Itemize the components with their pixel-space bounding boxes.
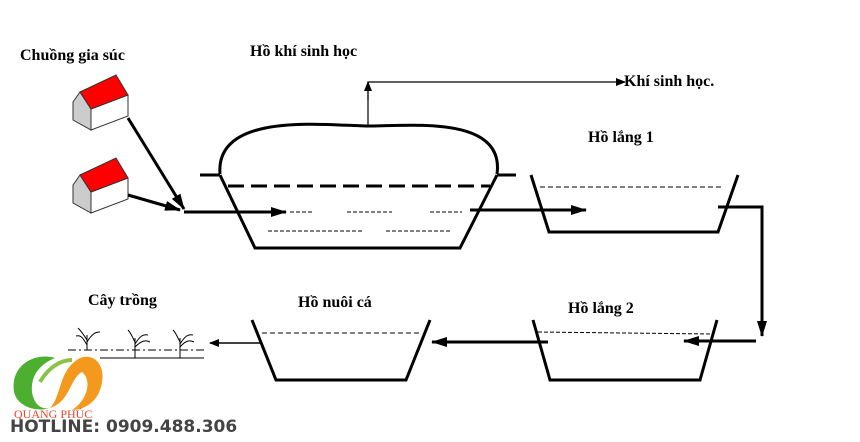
label-settling-pond-2: Hồ lắng 2 [568, 300, 634, 317]
plant-icon [75, 327, 101, 350]
label-settling-pond-1: Hồ lắng 1 [588, 129, 654, 146]
settling-pond-1 [529, 174, 740, 234]
label-biogas-tank: Hồ khí sinh học [250, 43, 357, 60]
label-livestock: Chuồng gia súc [20, 47, 125, 64]
label-fish-pond: Hồ nuôi cá [298, 294, 372, 311]
quang-phuc-logo: QUANG PHÚC [13, 356, 103, 421]
label-biogas: Khí sinh học. [624, 73, 714, 90]
brand-name: QUANG PHÚC [14, 407, 92, 421]
plant-icon [172, 329, 195, 358]
biogas-tank [200, 122, 516, 250]
livestock-house-icon [72, 74, 129, 131]
flow-arrows [126, 117, 767, 347]
plant-icon [127, 329, 151, 358]
label-crops: Cây trồng [88, 292, 157, 309]
gas-pipe [367, 78, 626, 126]
fish-pond [250, 319, 432, 382]
hotline-text: HOTLINE: 0909.488.306 [10, 417, 237, 437]
crops-field [68, 327, 204, 359]
settling-pond-2 [531, 319, 719, 382]
livestock-house-icon [72, 157, 129, 214]
